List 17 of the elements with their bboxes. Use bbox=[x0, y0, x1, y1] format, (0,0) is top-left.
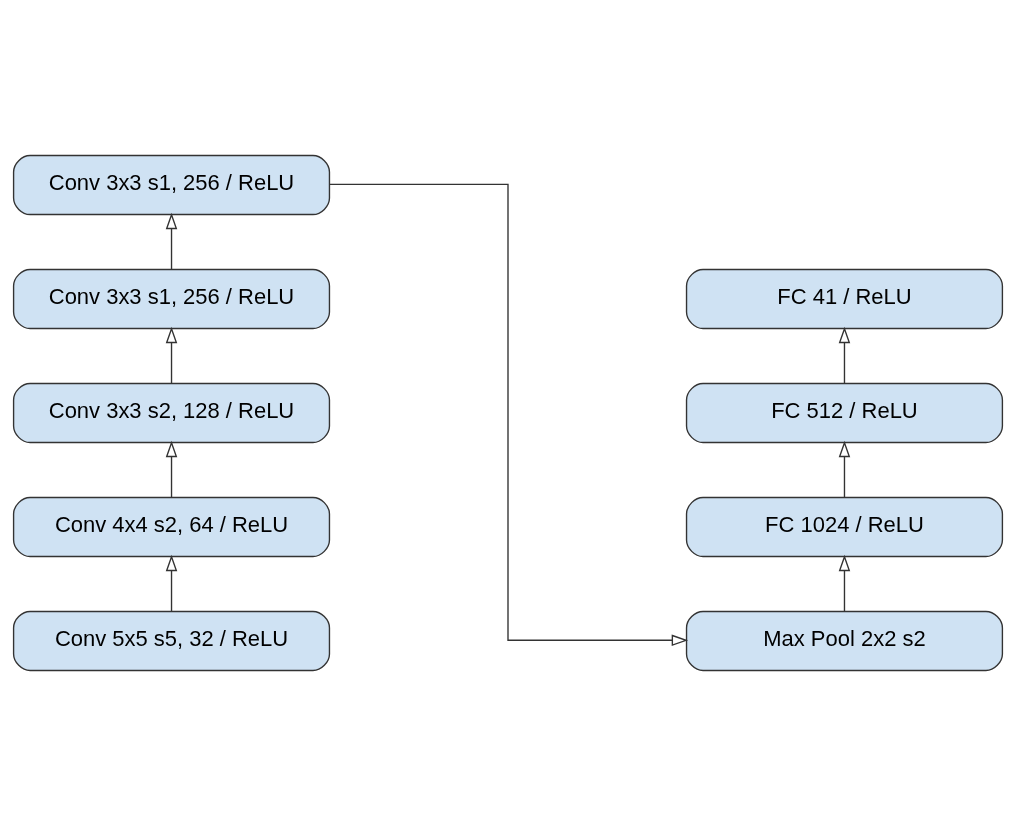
arrow bbox=[165, 554, 178, 612]
node-box: FC 1024 / ReLU bbox=[685, 496, 1004, 558]
arrow bbox=[165, 212, 178, 270]
node-box: Conv 3x3 s2, 128 / ReLU bbox=[12, 382, 331, 444]
node-box: Conv 3x3 s1, 256 / ReLU bbox=[12, 268, 331, 330]
arrow bbox=[838, 440, 851, 498]
node-box: FC 512 / ReLU bbox=[685, 382, 1004, 444]
node-box: FC 41 / ReLU bbox=[685, 268, 1004, 330]
node-box: Conv 5x5 s5, 32 / ReLU bbox=[12, 610, 331, 672]
arrow bbox=[838, 554, 851, 612]
node-box: Max Pool 2x2 s2 bbox=[685, 610, 1004, 672]
arrow bbox=[329, 183, 689, 647]
node-box: Conv 3x3 s1, 256 / ReLU bbox=[12, 154, 331, 216]
node-box: Conv 4x4 s2, 64 / ReLU bbox=[12, 496, 331, 558]
arrow bbox=[838, 326, 851, 384]
arrow bbox=[165, 326, 178, 384]
arrow bbox=[165, 440, 178, 498]
